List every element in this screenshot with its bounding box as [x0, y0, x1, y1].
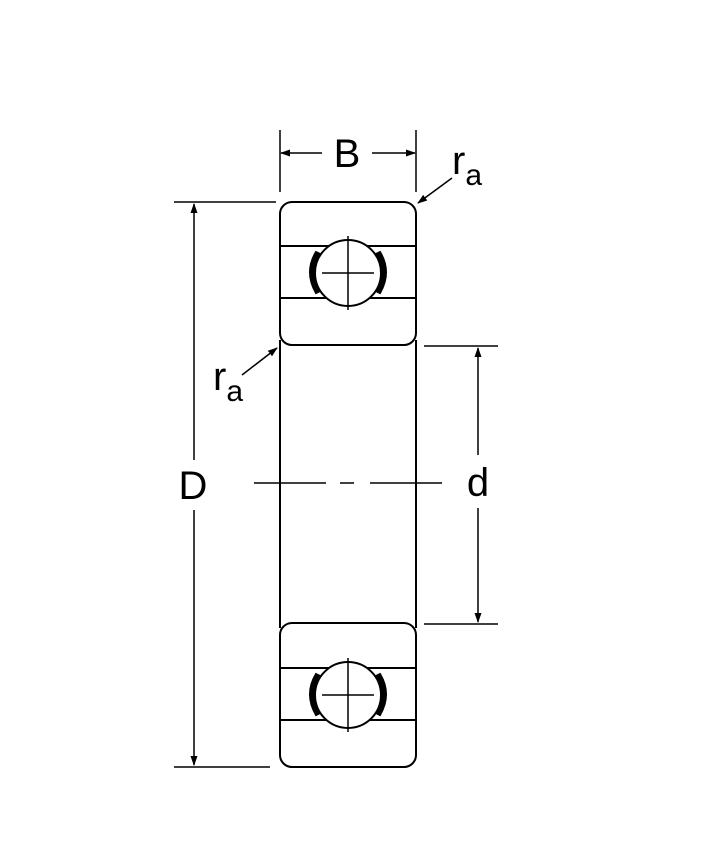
dimension-d-bore-label: d	[467, 461, 489, 505]
ra-left-main: r	[213, 355, 226, 399]
ra-left-label: ra	[213, 355, 243, 408]
dimension-d-outer-label: D	[179, 464, 208, 508]
top-ring-section	[279, 201, 417, 346]
ra-left-leader	[241, 347, 278, 376]
dimension-d-outer	[174, 201, 276, 768]
ra-top-label: ra	[452, 139, 482, 192]
bearing-outline	[279, 201, 417, 768]
top-ball-assembly	[280, 236, 416, 310]
dimension-d-bore	[424, 345, 498, 625]
ra-top-sub: a	[465, 159, 482, 192]
dimension-b-label: B	[334, 132, 361, 176]
ra-top-main: r	[452, 139, 465, 183]
bottom-ring-section	[279, 622, 417, 768]
bottom-ball-assembly	[280, 658, 416, 732]
dimension-b	[279, 130, 417, 192]
ra-left-sub: a	[226, 375, 243, 408]
ra-top-leader	[417, 177, 453, 204]
